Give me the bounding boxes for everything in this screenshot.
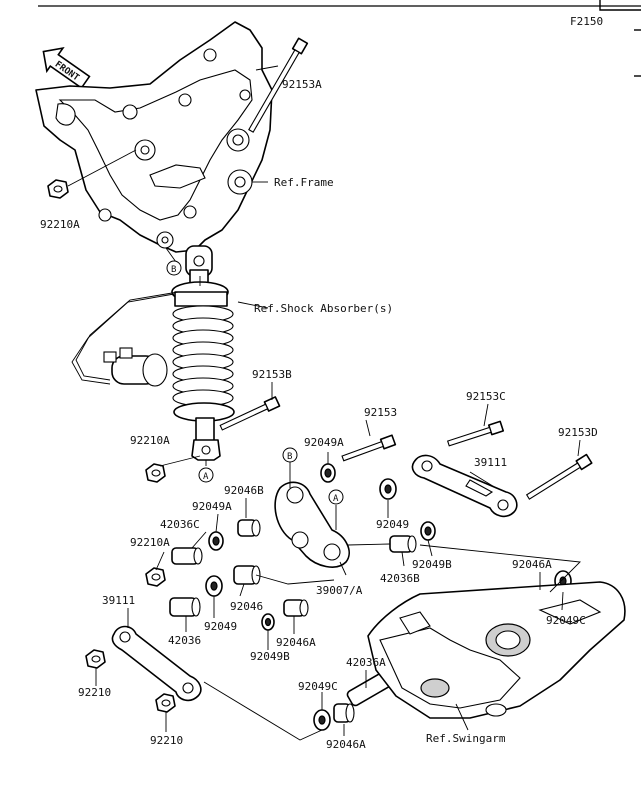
- bolt-92153-icon: [341, 434, 397, 462]
- callout-a-rocker: A: [328, 489, 344, 505]
- rocker-arm-39007a: [274, 481, 350, 568]
- svg-text:B: B: [287, 452, 292, 462]
- part-label: 92049A: [192, 500, 232, 513]
- nut-92210-lower-icon: [155, 693, 176, 713]
- part-label: 92210A: [40, 218, 80, 231]
- part-label: 92046A: [512, 558, 552, 571]
- part-label: 42036A: [346, 656, 386, 669]
- part-label: 92046B: [224, 484, 264, 497]
- collar-42036-icon: [169, 597, 201, 617]
- part-label: 92049C: [546, 614, 586, 627]
- bearing-92046a-mid-icon: [283, 599, 309, 617]
- washer-92049-right-icon: [379, 478, 397, 500]
- collar-42036b-icon: [389, 535, 417, 553]
- part-label: 92049C: [298, 680, 338, 693]
- washer-92049a-upper-icon: [320, 463, 336, 483]
- nut-92210a-lower-icon: [145, 567, 166, 587]
- part-label: 39111: [474, 456, 507, 469]
- part-label: 92049: [204, 620, 237, 633]
- bolt-92153c-icon: [446, 420, 505, 447]
- nut-92210-upper-icon: [85, 649, 106, 669]
- part-label: 92046A: [326, 738, 366, 751]
- bolt-92153b-icon: [219, 396, 281, 431]
- washer-92049c-lower-icon: [313, 709, 331, 731]
- part-label: 92046: [230, 600, 263, 613]
- callout-a-shock: A: [198, 467, 214, 483]
- part-label: 42036: [168, 634, 201, 647]
- part-label: 39007/A: [316, 584, 363, 597]
- part-label: 92153A: [282, 78, 322, 91]
- collar-42036c-icon: [171, 547, 203, 565]
- part-label: 42036C: [160, 518, 200, 531]
- part-label: 39111: [102, 594, 135, 607]
- washer-92049a-mid-icon: [208, 531, 224, 551]
- diagram-code: F2150: [570, 15, 603, 28]
- frame-drawing: [35, 21, 273, 277]
- bolt-92153d-icon: [525, 453, 593, 500]
- part-label: 92210A: [130, 434, 170, 447]
- svg-text:A: A: [203, 472, 209, 482]
- part-label: 92153: [364, 406, 397, 419]
- ref-shock-label: Ref.Shock Absorber(s): [254, 302, 393, 315]
- callout-b-rocker: B: [282, 447, 298, 463]
- part-label: 92153D: [558, 426, 598, 439]
- part-label: 92049A: [304, 436, 344, 449]
- tie-rod-39111-right: [411, 454, 518, 518]
- leader-lines: [67, 65, 581, 741]
- part-label: 92210A: [130, 536, 170, 549]
- svg-text:B: B: [171, 265, 176, 275]
- bolt-92153a-icon: [248, 37, 309, 133]
- nut-92210a-shock-icon: [145, 463, 166, 483]
- part-label: 92210: [78, 686, 111, 699]
- washer-92049-left-icon: [205, 575, 223, 597]
- part-label: 92049: [376, 518, 409, 531]
- nut-92210a-upper-icon: [47, 179, 69, 199]
- ref-frame-label: Ref.Frame: [274, 176, 334, 189]
- bearing-92046b-icon: [237, 519, 261, 537]
- part-label: 92046A: [276, 636, 316, 649]
- part-label: 92153C: [466, 390, 506, 403]
- part-label: 42036B: [380, 572, 420, 585]
- callout-b-frame: B: [166, 260, 182, 276]
- shock-absorber-drawing: [71, 269, 235, 461]
- tie-rod-39111-left: [111, 625, 202, 702]
- part-label: 92049B: [250, 650, 290, 663]
- front-arrow-icon: FRONT: [42, 46, 91, 90]
- washer-92049b-left-icon: [261, 613, 275, 631]
- ref-swingarm-label: Ref.Swingarm: [426, 732, 506, 745]
- part-label: 92153B: [252, 368, 292, 381]
- shock-spring: [172, 305, 234, 407]
- part-label: 92210: [150, 734, 183, 747]
- part-label: 92049B: [412, 558, 452, 571]
- washer-92049b-right-icon: [420, 521, 436, 541]
- swingarm-drawing: [367, 581, 626, 719]
- bearing-92046a-lower-icon: [333, 703, 355, 723]
- corner-box: [599, 0, 641, 11]
- svg-text:A: A: [333, 494, 339, 504]
